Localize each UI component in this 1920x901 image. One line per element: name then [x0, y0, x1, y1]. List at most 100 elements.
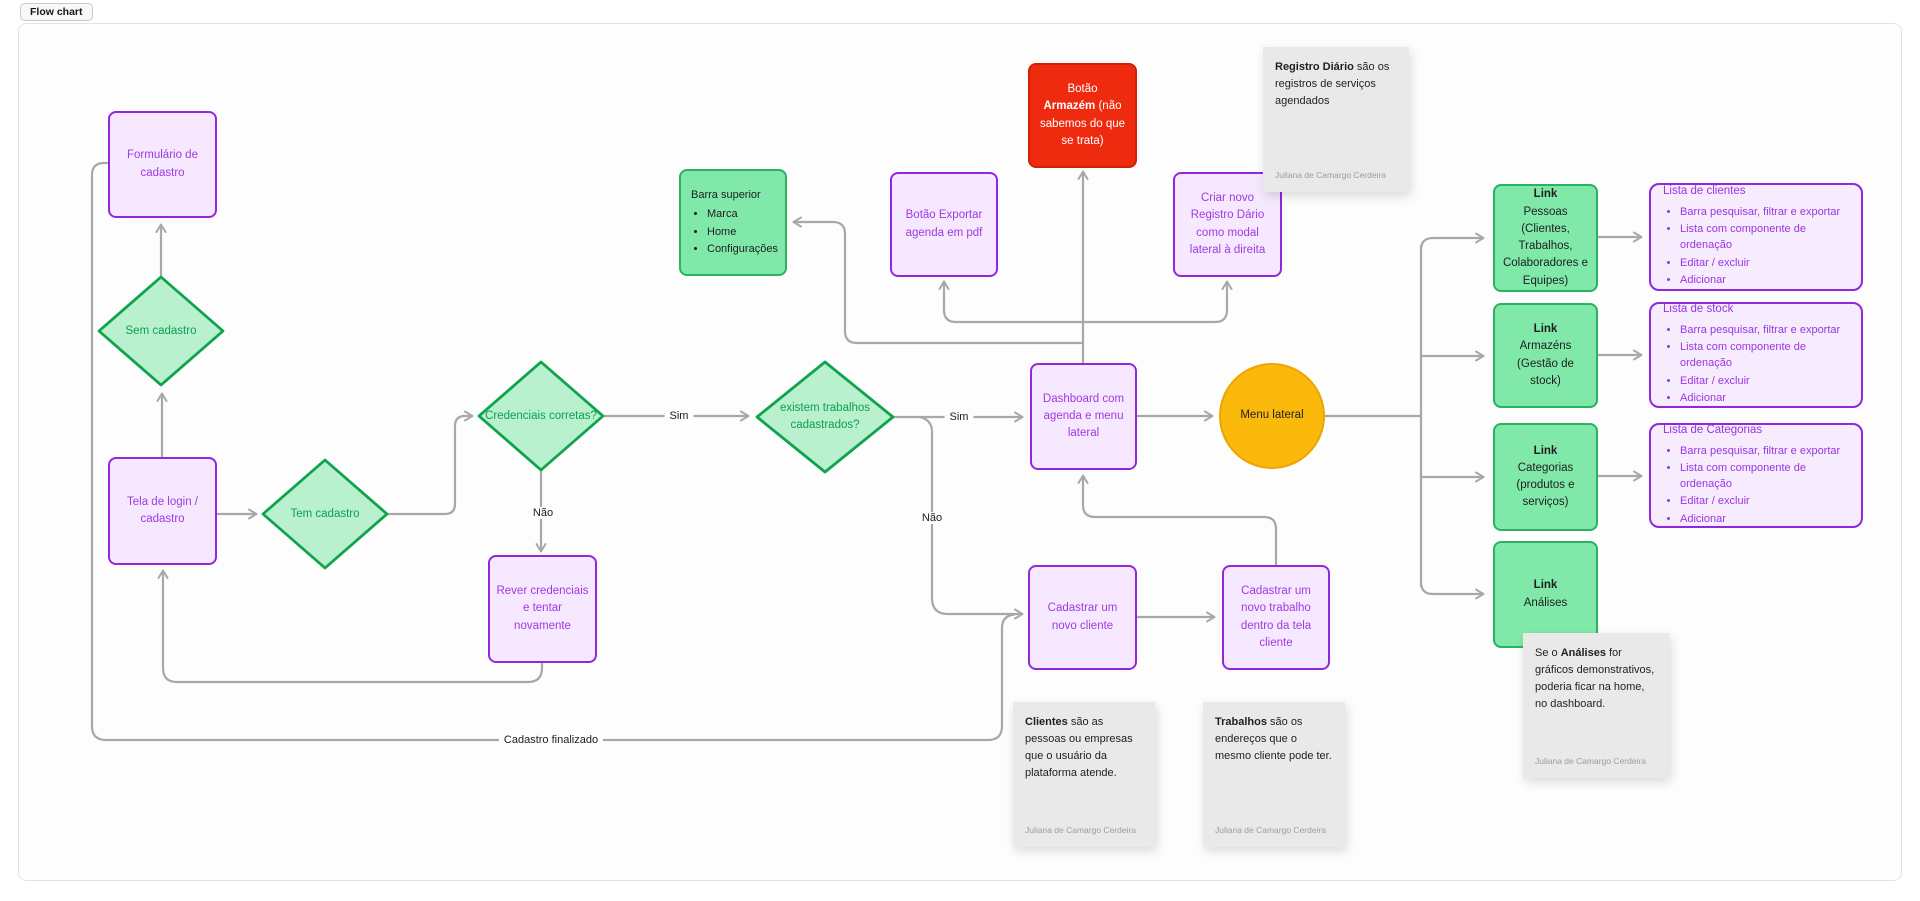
sticky-rest: são os registros de serviços agendados	[1275, 61, 1390, 108]
list-item: Editar / excluir	[1680, 374, 1849, 390]
edge-label-nao-credenciais: Não	[527, 507, 559, 519]
node-lista-stock[interactable]: Lista de stock Barra pesquisar, filtrar …	[1649, 302, 1863, 408]
sticky-author: Juliana de Camargo Cerdeira	[1025, 824, 1137, 835]
barra-superior-list: Marca Home Configurações	[691, 205, 778, 259]
sticky-author: Juliana de Camargo Cerdeira	[1535, 755, 1647, 766]
node-label: Credenciais corretas?	[485, 409, 597, 422]
sticky-bold: Análises	[1560, 647, 1606, 659]
sticky-rest: for gráficos demonstrativos, poderia fic…	[1535, 647, 1655, 711]
sticky-registro-diario[interactable]: Registro Diário são os registros de serv…	[1263, 47, 1409, 192]
node-existem-trabalhos[interactable]: existem trabalhos cadastrados?	[757, 362, 893, 472]
list-item: Barra pesquisar, filtrar e exportar	[1680, 205, 1849, 221]
node-label: Botão Exportar agenda em pdf	[905, 209, 983, 239]
node-lista-categorias[interactable]: Lista de Categorias Barra pesquisar, fil…	[1649, 423, 1863, 528]
list-item: Configurações	[707, 241, 778, 258]
list-item: Marca	[707, 206, 778, 223]
sticky-rest: são as pessoas ou empresas que o usuário…	[1025, 716, 1133, 780]
list-item: Lista com componente de ordenação	[1680, 222, 1849, 254]
list-item: Adicionar	[1680, 391, 1849, 407]
sticky-text: Se o Análises for gráficos demonstrativo…	[1535, 647, 1654, 710]
node-label: Cadastrar um novo cliente	[1047, 602, 1118, 632]
node-menu-lateral[interactable]: Menu lateral	[1219, 363, 1325, 469]
sticky-bold: Clientes	[1025, 716, 1068, 728]
edge-label-sim-credenciais: Sim	[664, 410, 694, 422]
label-prefix: Botão	[1067, 83, 1098, 95]
node-tem-cadastro[interactable]: Tem cadastro	[263, 460, 387, 568]
sticky-text: Clientes são as pessoas ou empresas que …	[1025, 716, 1133, 779]
node-label: Dashboard com agenda e menu lateral	[1042, 392, 1125, 440]
node-tela-login[interactable]: Tela de login / cadastro	[108, 457, 217, 565]
node-label: Criar novo Registro Dário como modal lat…	[1189, 192, 1266, 256]
node-label: Tela de login / cadastro	[127, 495, 198, 525]
label-rest: Análises	[1523, 596, 1568, 609]
label-rest: Categorias (produtos e serviços)	[1516, 461, 1575, 509]
node-label: Tem cadastro	[290, 507, 360, 520]
sticky-analises[interactable]: Se o Análises for gráficos demonstrativo…	[1523, 633, 1669, 778]
list-item: Lista com componente de ordenação	[1680, 461, 1849, 493]
sticky-bold: Registro Diário	[1275, 61, 1354, 73]
label-bold: Link	[1533, 579, 1558, 592]
list-item: Barra pesquisar, filtrar e exportar	[1680, 323, 1849, 339]
list-item: Barra pesquisar, filtrar e exportar	[1680, 444, 1849, 460]
lista-items: Barra pesquisar, filtrar e exportar List…	[1663, 442, 1849, 529]
node-label: existem trabalhos cadastrados?	[779, 402, 871, 431]
node-label: Rever credenciais e tentar novamente	[496, 585, 589, 632]
node-rever-credenciais[interactable]: Rever credenciais e tentar novamente	[488, 555, 597, 663]
label-bold: Armazém	[1043, 100, 1096, 113]
list-item: Lista com componente de ordenação	[1680, 340, 1849, 372]
sticky-clientes[interactable]: Clientes são as pessoas ou empresas que …	[1013, 702, 1155, 847]
label-bold: Link	[1533, 323, 1558, 335]
node-label: Cadastrar um novo trabalho dentro da tel…	[1240, 585, 1312, 649]
node-label: Formulário de cadastro	[127, 149, 198, 179]
lista-title: Lista de Categorias	[1663, 423, 1763, 436]
node-formulario-cadastro[interactable]: Formulário de cadastro	[108, 111, 217, 218]
label-bold: Link	[1533, 188, 1558, 201]
sticky-trabalhos[interactable]: Trabalhos são os endereços que o mesmo c…	[1203, 702, 1345, 847]
node-lista-clientes[interactable]: Lista de clientes Barra pesquisar, filtr…	[1649, 183, 1863, 291]
lista-items: Barra pesquisar, filtrar e exportar List…	[1663, 204, 1849, 291]
sticky-text: Registro Diário são os registros de serv…	[1275, 61, 1389, 107]
list-item: Adicionar	[1680, 512, 1849, 528]
sticky-author: Juliana de Camargo Cerdeira	[1215, 824, 1327, 835]
node-credenciais-corretas[interactable]: Credenciais corretas?	[479, 362, 603, 470]
sticky-bold: Trabalhos	[1215, 716, 1267, 728]
node-label: Sem cadastro	[125, 324, 197, 337]
node-botao-exportar-pdf[interactable]: Botão Exportar agenda em pdf	[890, 172, 998, 277]
node-dashboard[interactable]: Dashboard com agenda e menu lateral	[1030, 363, 1137, 470]
sticky-text: Trabalhos são os endereços que o mesmo c…	[1215, 716, 1332, 762]
label-bold: Link	[1533, 444, 1558, 457]
label-suffix: (não sabemos do que se trata)	[1039, 100, 1126, 147]
sticky-rest: são os endereços que o mesmo cliente pod…	[1215, 716, 1332, 763]
sticky-pre: Se o	[1535, 647, 1561, 659]
node-sem-cadastro[interactable]: Sem cadastro	[99, 277, 223, 385]
node-barra-superior[interactable]: Barra superior Marca Home Configurações	[679, 169, 787, 276]
list-item: Adicionar	[1680, 273, 1849, 289]
list-item: Editar / excluir	[1680, 494, 1849, 510]
label-rest: Pessoas (Clientes, Trabalhos, Colaborado…	[1502, 205, 1589, 287]
edge-label-sim-trabalhos: Sim	[944, 411, 974, 423]
label-rest: Armazéns (Gestão de stock)	[1517, 340, 1574, 387]
lista-title: Lista de clientes	[1663, 185, 1746, 198]
sticky-author: Juliana de Camargo Cerdeira	[1275, 169, 1387, 180]
list-item: Editar / excluir	[1680, 256, 1849, 272]
tab-flow-chart[interactable]: Flow chart	[20, 3, 93, 21]
list-item: Home	[707, 224, 778, 241]
lista-items: Barra pesquisar, filtrar e exportar List…	[1663, 322, 1849, 409]
edge-label-cadastro-finalizado: Cadastro finalizado	[498, 734, 604, 746]
edge-label-nao-trabalhos: Não	[916, 512, 948, 524]
node-cadastrar-cliente[interactable]: Cadastrar um novo cliente	[1028, 565, 1137, 670]
node-title: Barra superior	[691, 188, 761, 201]
node-cadastrar-trabalho[interactable]: Cadastrar um novo trabalho dentro da tel…	[1222, 565, 1330, 670]
lista-title: Lista de stock	[1663, 303, 1734, 316]
